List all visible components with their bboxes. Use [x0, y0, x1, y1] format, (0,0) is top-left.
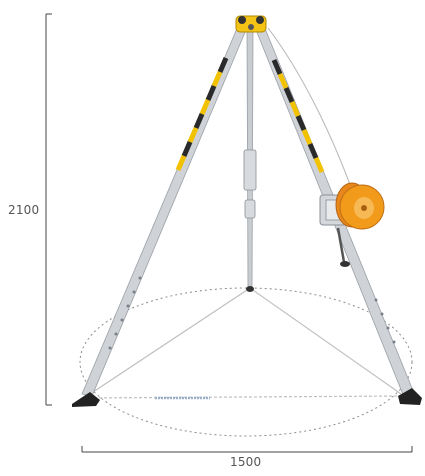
height-dimension-line	[45, 13, 52, 406]
left-leg	[72, 25, 247, 407]
tripod-head-icon	[235, 15, 267, 33]
height-dimension-label: 2100	[8, 203, 40, 217]
footprint-ellipse	[79, 287, 413, 437]
spreader-chain	[83, 287, 405, 400]
width-dimension-line	[81, 446, 413, 453]
winch-icon	[319, 182, 385, 267]
cable	[267, 27, 353, 191]
center-leg	[243, 29, 257, 292]
width-dimension-label: 1500	[230, 455, 262, 469]
